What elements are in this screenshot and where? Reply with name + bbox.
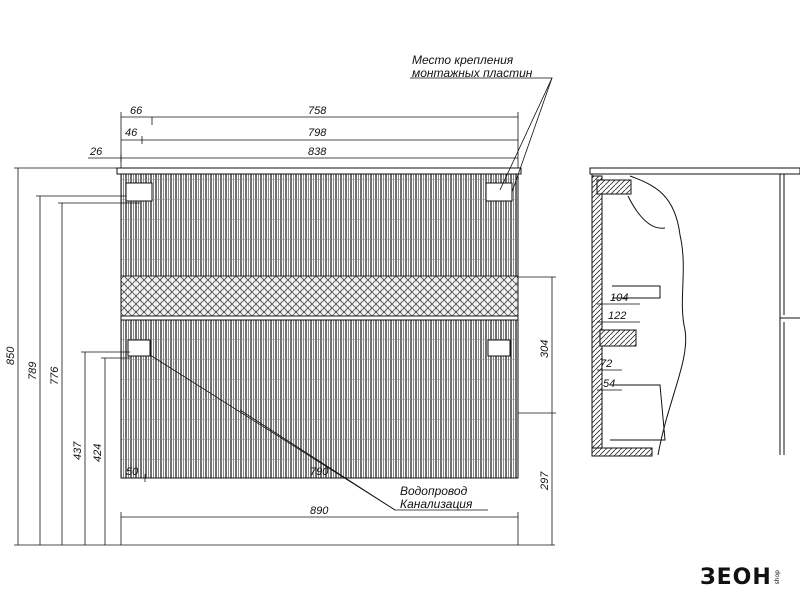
right-dimension-lines bbox=[518, 276, 556, 545]
bottom-dimension-lines bbox=[120, 474, 519, 545]
dim-left-789: 789 bbox=[27, 362, 39, 380]
dim-left-850: 850 bbox=[5, 346, 17, 365]
front-view bbox=[116, 167, 522, 479]
lattice-band bbox=[120, 275, 519, 317]
logo-sub: shop bbox=[773, 569, 781, 585]
dim-left-424: 424 bbox=[92, 444, 104, 462]
dim-bottom-50: 50 bbox=[126, 466, 139, 478]
dim-top-26: 26 bbox=[89, 146, 103, 158]
bracket-right bbox=[485, 182, 513, 202]
left-dimension-lines bbox=[14, 167, 555, 546]
dim-side-122: 122 bbox=[608, 310, 626, 322]
dim-left-776: 776 bbox=[49, 366, 61, 385]
dim-side-54: 54 bbox=[603, 378, 615, 390]
annotation-sewer: Канализация bbox=[400, 497, 473, 511]
brand-logo: ЗЕОН shop bbox=[700, 562, 792, 592]
side-dimension-lines bbox=[597, 303, 640, 391]
dim-bottom-890: 890 bbox=[310, 505, 329, 517]
dim-right-304: 304 bbox=[539, 340, 551, 358]
logo-mark: ЗЕОН bbox=[700, 564, 772, 590]
side-view bbox=[589, 167, 800, 457]
lower-drawer bbox=[120, 319, 519, 479]
countertop bbox=[116, 167, 522, 175]
dim-top-758: 758 bbox=[308, 105, 327, 117]
dim-top-838: 838 bbox=[308, 146, 327, 158]
dim-top-46: 46 bbox=[125, 127, 138, 139]
top-dimension-lines bbox=[88, 112, 519, 168]
annotation-mounting-line2: монтажных пластин bbox=[412, 66, 533, 80]
leader-lines bbox=[149, 77, 553, 511]
annotation-water: Водопровод bbox=[400, 484, 468, 498]
dim-left-437: 437 bbox=[72, 441, 84, 460]
dim-right-297: 297 bbox=[539, 471, 551, 491]
dim-bottom-790: 790 bbox=[310, 466, 329, 478]
dim-top-798: 798 bbox=[308, 127, 327, 139]
dim-top-66: 66 bbox=[130, 105, 143, 117]
basin-profile bbox=[629, 175, 687, 456]
bracket-left bbox=[125, 182, 153, 202]
dim-side-104: 104 bbox=[610, 292, 628, 304]
dim-side-72: 72 bbox=[600, 358, 612, 370]
annotation-mounting-line1: Место крепления bbox=[412, 53, 514, 67]
